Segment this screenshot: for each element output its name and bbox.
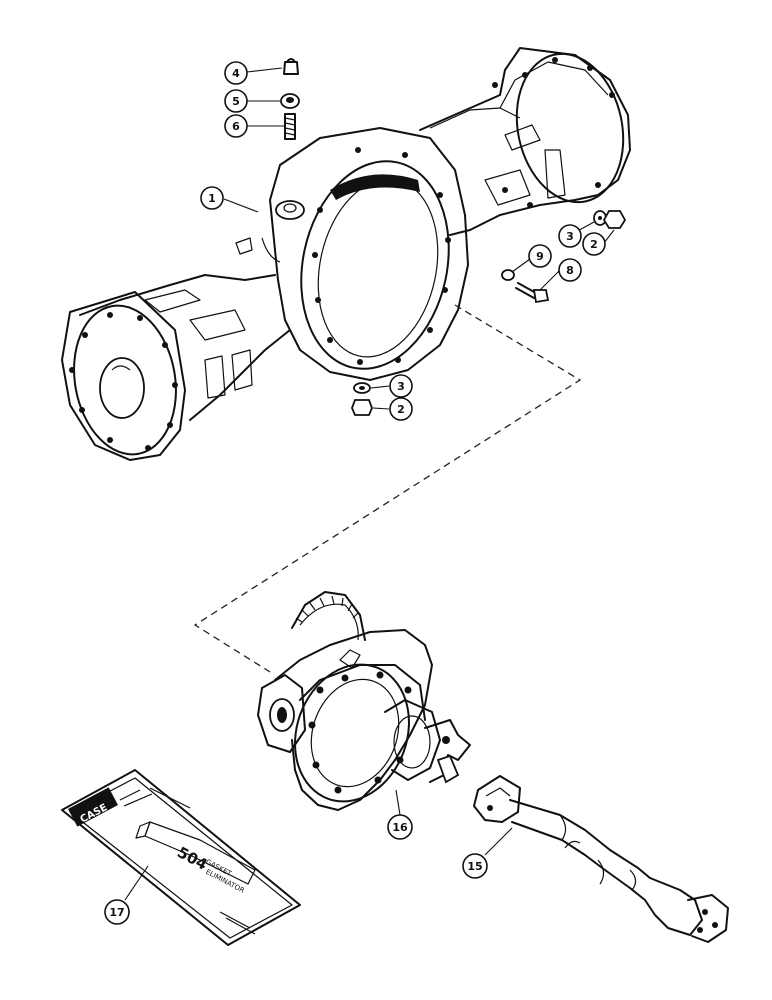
svg-text:4: 4 <box>232 67 240 80</box>
axle-housing <box>61 47 631 461</box>
washer-lower <box>353 382 371 394</box>
svg-text:3: 3 <box>397 380 405 393</box>
sealant-package: CASE 504 GASKET ELIMINATOR <box>61 769 301 946</box>
callout-2-lower: 2 <box>389 397 413 421</box>
nut-right <box>602 210 627 229</box>
callout-3-right: 3 <box>558 224 582 248</box>
lock-washer-9 <box>501 269 515 281</box>
svg-text:1: 1 <box>208 192 216 205</box>
nut-lower <box>351 399 373 416</box>
svg-text:8: 8 <box>566 264 574 277</box>
assembly-guide-line <box>193 304 582 673</box>
bolt-8 <box>515 282 550 304</box>
callout-9: 9 <box>528 244 552 268</box>
svg-text:6: 6 <box>232 120 240 133</box>
grease-fitting <box>283 58 299 75</box>
callout-8: 8 <box>558 258 582 282</box>
drive-shaft <box>473 775 729 943</box>
callout-2-right: 2 <box>582 232 606 256</box>
callout-3-lower: 3 <box>389 374 413 398</box>
callout-5: 5 <box>224 89 248 113</box>
svg-text:2: 2 <box>397 403 405 416</box>
svg-text:5: 5 <box>232 95 240 108</box>
leader-lines <box>124 67 615 901</box>
svg-text:15: 15 <box>467 860 482 873</box>
stud <box>284 113 296 140</box>
differential-carrier <box>257 591 471 811</box>
callout-4: 4 <box>224 61 248 85</box>
svg-text:2: 2 <box>590 238 598 251</box>
callout-15: 15 <box>462 853 488 879</box>
svg-text:3: 3 <box>566 230 574 243</box>
callout-17: 17 <box>104 899 130 925</box>
callout-16: 16 <box>387 814 413 840</box>
jam-nut <box>280 93 300 109</box>
callout-1: 1 <box>200 186 224 210</box>
package-product-number: 504 <box>174 843 210 874</box>
svg-text:9: 9 <box>536 250 544 263</box>
callout-6: 6 <box>224 114 248 138</box>
svg-text:16: 16 <box>392 821 408 834</box>
svg-text:17: 17 <box>109 906 124 919</box>
